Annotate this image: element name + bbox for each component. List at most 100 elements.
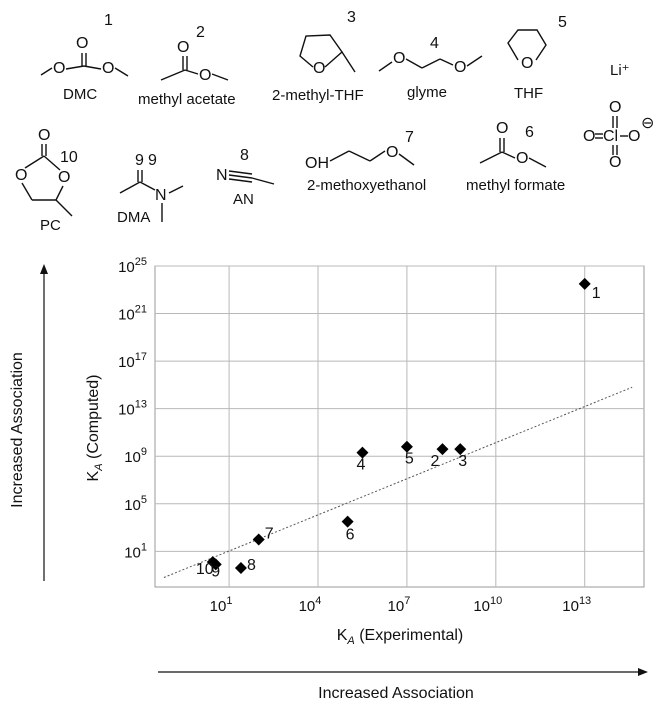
- plot-frame: [154, 265, 645, 588]
- molecule-number: 7: [405, 129, 414, 146]
- atom-o: O: [516, 150, 528, 167]
- atom-oh: OH: [305, 155, 329, 172]
- molecule-glyme: 4 O O glyme: [378, 35, 483, 101]
- bond: [83, 65, 102, 70]
- y-tick-label: 109: [124, 446, 147, 466]
- bond: [65, 65, 85, 70]
- bond: [228, 178, 253, 183]
- molecule-pc: 10 O O O PC: [15, 127, 78, 234]
- data-point-label: 8: [247, 557, 256, 574]
- bond: [251, 177, 275, 185]
- bond: [348, 150, 371, 162]
- molecule-2-methoxyethanol: 7 OH O 2-methoxyethanol: [305, 129, 426, 194]
- molecule-number: 8: [240, 147, 249, 164]
- y-tick-label: 1021: [118, 304, 147, 324]
- atom-o: O: [15, 167, 27, 184]
- bond: [24, 155, 45, 169]
- data-point: [454, 443, 467, 456]
- bond: [139, 181, 156, 191]
- vertical-axis-note: Increased Association: [9, 352, 26, 508]
- bond: [421, 58, 441, 69]
- x-tick-label: 1010: [473, 595, 502, 615]
- molecule-number: 5: [558, 14, 567, 31]
- trendline: [163, 386, 633, 578]
- trendline-path: [163, 386, 633, 578]
- y-tick-label: 1013: [118, 399, 147, 419]
- molecule-name: 2-methyl-THF: [272, 87, 364, 104]
- bond: [55, 185, 64, 201]
- y-tick-label: 1025: [118, 256, 147, 276]
- y-tick-label: 1017: [118, 351, 147, 371]
- x-tick-label: 101: [210, 595, 233, 615]
- bond: [507, 29, 547, 61]
- atom-o: O: [58, 169, 70, 186]
- molecule-number: 9: [148, 152, 157, 169]
- atom-o: O: [102, 60, 114, 77]
- arrow-head: [40, 264, 48, 274]
- molecule-name: THF: [514, 85, 543, 102]
- x-axis-title: KA (Experimental): [337, 627, 464, 647]
- data-point: [436, 443, 449, 456]
- grid: [155, 265, 644, 587]
- molecule-thf: 5 O THF: [507, 14, 567, 102]
- charge-symbol: ⊖: [641, 115, 654, 132]
- data-point-label: 4: [356, 457, 365, 474]
- molecule-number: 10: [60, 149, 78, 166]
- bond: [228, 170, 253, 175]
- bond: [405, 58, 423, 69]
- atom-o: O: [609, 154, 621, 171]
- bond: [114, 67, 129, 77]
- molecule-number: 4: [430, 35, 439, 52]
- atom-o: O: [53, 60, 65, 77]
- data-point: [206, 556, 219, 569]
- molecule-name: glyme: [407, 84, 447, 101]
- bond: [21, 182, 33, 201]
- bond: [160, 69, 186, 81]
- bond: [398, 153, 415, 166]
- data-point-label: 3: [458, 453, 467, 470]
- x-tick-label: 1013: [562, 595, 591, 615]
- bond: [528, 157, 547, 168]
- data-point-label: 2: [430, 453, 439, 470]
- atom-o: O: [313, 60, 325, 77]
- bond: [184, 69, 199, 75]
- atom-o: O: [177, 39, 189, 56]
- atom-o: O: [38, 127, 50, 144]
- lithium-ion-label: Li⁺: [610, 62, 630, 79]
- molecule-name: methyl acetate: [138, 91, 236, 108]
- atom-n: N: [155, 187, 167, 204]
- atom-o: O: [386, 144, 398, 161]
- data-point-label: 6: [346, 527, 355, 544]
- bond: [501, 151, 516, 159]
- atom-o: O: [609, 99, 621, 116]
- atom-o: O: [496, 120, 508, 137]
- x-tick-label: 107: [388, 595, 411, 615]
- atom-o: O: [76, 35, 88, 52]
- y-tick-label: 105: [124, 494, 147, 514]
- atom-o: O: [454, 59, 466, 76]
- bond: [119, 181, 141, 194]
- y-axis-title: KA (Computed): [85, 375, 105, 482]
- bond: [369, 150, 386, 162]
- data-point: [578, 277, 591, 290]
- data-point: [252, 533, 265, 546]
- molecule-number: 3: [347, 9, 356, 26]
- vertical-association-arrow: Increased Association: [9, 264, 48, 581]
- atom-cl: Cl: [603, 128, 618, 145]
- data-point-label: 1: [592, 285, 601, 302]
- molecule-methyl-formate: 6 O O methyl formate: [466, 120, 565, 194]
- bond: [228, 174, 253, 179]
- data-point: [400, 440, 413, 453]
- bond: [211, 73, 229, 81]
- data-point-label: 10: [196, 561, 214, 578]
- bond: [168, 185, 184, 194]
- bond: [329, 150, 350, 162]
- arrow-head: [638, 668, 648, 676]
- molecule-name: DMC: [63, 86, 97, 103]
- atom-o: O: [393, 50, 405, 67]
- data-point-label: 5: [405, 451, 414, 468]
